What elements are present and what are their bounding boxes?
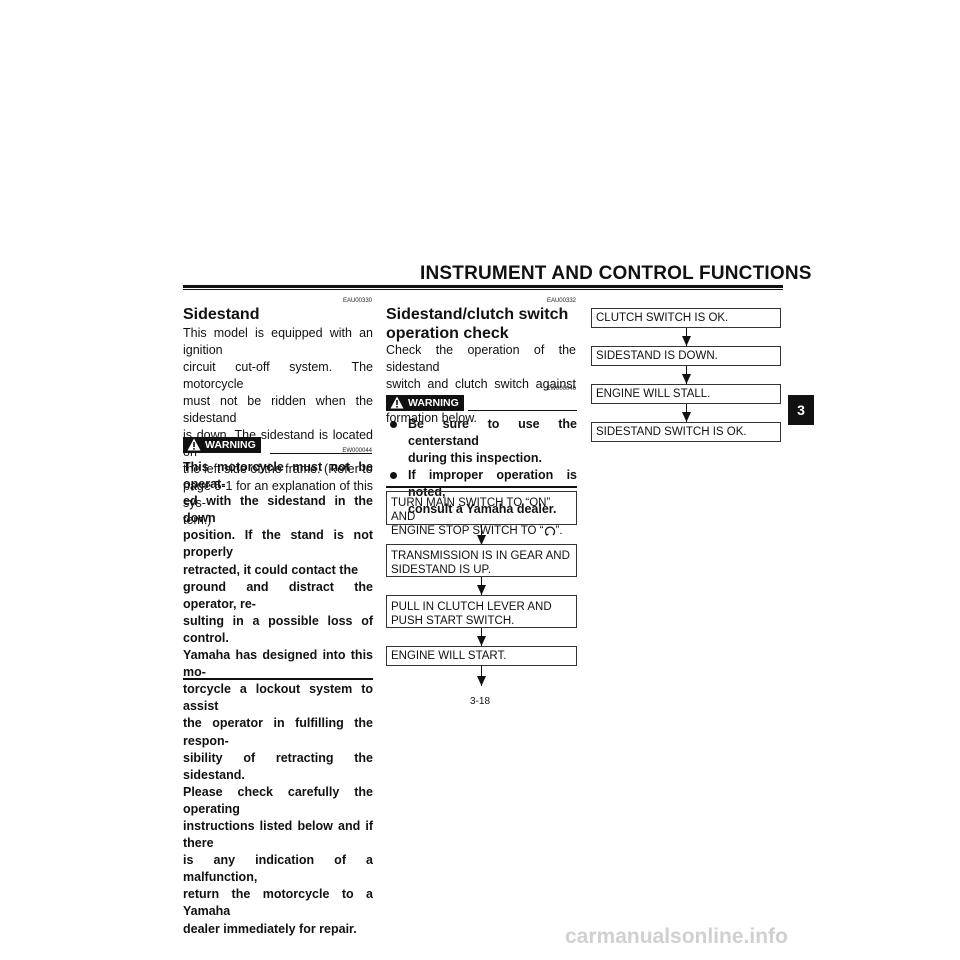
warning-end-rule xyxy=(386,486,577,488)
flow-step-box: TRANSMISSION IS IN GEAR AND SIDESTAND IS… xyxy=(386,544,577,577)
paragraph-line: page 5-1 for an explanation of this sys- xyxy=(183,479,373,510)
flow-step-line: CLUTCH SWITCH IS OK. xyxy=(596,312,729,324)
warning-rule xyxy=(270,453,372,454)
warning-line: instructions listed below and if there xyxy=(183,818,373,851)
header-rule-thin xyxy=(183,289,783,290)
bullet-item: Be sure to use the centerstand during th… xyxy=(386,416,577,467)
section-heading: Sidestand xyxy=(183,306,260,323)
warning-end-rule xyxy=(183,678,373,680)
flow-step-line: PULL IN CLUTCH LEVER AND xyxy=(391,601,552,613)
warning-triangle-icon xyxy=(390,396,404,409)
warning-line: Yamaha has designed into this mo- xyxy=(183,648,373,680)
flow-step-box: SIDESTAND IS DOWN. xyxy=(591,346,781,366)
paragraph-line: the left side of the frame. (Refer to xyxy=(183,462,373,476)
warning-line: torcycle a lockout system to assist xyxy=(183,682,373,714)
watermark: carmanualsonline.info xyxy=(565,925,788,948)
warning-line: This motorcycle must not be operat- xyxy=(183,460,373,492)
flow-step-line: SIDESTAND IS DOWN. xyxy=(596,350,718,362)
flow-step-box: TURN MAIN SWITCH TO “ON” AND ENGINE STOP… xyxy=(386,491,577,537)
warning-code: EW000044 xyxy=(342,448,372,454)
flow-arrow-icon xyxy=(682,374,691,384)
flow-step-box: PULL IN CLUTCH LEVER AND PUSH START SWIT… xyxy=(386,595,577,628)
warning-line: return the motorcycle to a Yamaha xyxy=(183,887,373,919)
warning-label: WARNING xyxy=(408,397,459,409)
paragraph-line: formation below. xyxy=(386,411,478,425)
warning-line: position. If the stand is not properly xyxy=(183,528,373,560)
warning-line: ground and distract the operator, re- xyxy=(183,579,373,611)
header-rule xyxy=(183,285,783,288)
warning-line: Please check carefully the operating xyxy=(183,784,373,816)
paragraph-line: This model is equipped with an ignition xyxy=(183,326,373,357)
bullet-line: during this inspection. xyxy=(408,451,543,466)
flow-step-box: ENGINE WILL STALL. xyxy=(591,384,781,404)
flow-arrow-icon xyxy=(682,412,691,422)
flow-connector xyxy=(481,525,482,544)
warning-line: retracted, it could contact the xyxy=(183,562,359,577)
flow-step-box: CLUTCH SWITCH IS OK. xyxy=(591,308,781,328)
page-number: 3-18 xyxy=(469,696,490,707)
section-code: EAU00330 xyxy=(342,298,372,304)
flow-step-text: ”. xyxy=(555,525,563,537)
bullet-line: Be sure to use the centerstand xyxy=(408,417,577,449)
bullet-line: consult a Yamaha dealer. xyxy=(408,502,557,517)
paragraph-line: Check the operation of the sidestand xyxy=(386,343,576,374)
warning-line: dealer immediately for repair. xyxy=(183,921,357,936)
flow-arrow-icon xyxy=(477,676,486,686)
flow-arrow-icon xyxy=(477,636,486,646)
paragraph-line: must not be ridden when the sidestand xyxy=(183,394,373,425)
warning-line: sulting in a possible loss of control. xyxy=(183,613,373,645)
warning-line: is any indication of a malfunction, xyxy=(183,853,373,885)
flow-step-box: ENGINE WILL START. xyxy=(386,646,577,666)
warning-label: WARNING xyxy=(205,439,256,451)
paragraph-line: tem.) xyxy=(183,513,212,527)
section-code: EAU00332 xyxy=(546,298,576,304)
section-heading: Sidestand/clutch switch operation check xyxy=(386,305,576,343)
paragraph-line: circuit cut-off system. The motorcycle xyxy=(183,360,373,391)
warning-bullets: Be sure to use the centerstand during th… xyxy=(386,416,577,519)
flow-step-box: SIDESTAND SWITCH IS OK. xyxy=(591,422,781,442)
flow-step-line: ENGINE WILL STALL. xyxy=(596,388,711,400)
flow-step-line: PUSH START SWITCH. xyxy=(391,615,515,627)
flow-step-text: ENGINE STOP SWITCH TO “ xyxy=(391,525,544,537)
warning-line: sibility of retracting the sidestand. xyxy=(183,750,373,782)
heading-line: Sidestand/clutch switch xyxy=(386,306,569,323)
flow-step-line: TRANSMISSION IS IN GEAR AND xyxy=(391,550,570,562)
warning-text: This motorcycle must not be operat- ed w… xyxy=(183,459,373,938)
flow-step-line: SIDESTAND IS UP. xyxy=(391,564,491,576)
bullet-icon xyxy=(390,472,397,480)
flow-step-line: TURN MAIN SWITCH TO “ON” AND xyxy=(391,497,551,523)
flow-arrow-icon xyxy=(682,336,691,346)
flow-step-line: ENGINE STOP SWITCH TO “ ”. xyxy=(391,524,572,538)
engine-run-icon xyxy=(544,526,555,536)
warning-badge: WARNING xyxy=(183,437,261,453)
bullet-line: If improper operation is noted, xyxy=(408,468,577,500)
section-paragraph: Check the operation of the sidestand swi… xyxy=(386,342,576,427)
bullet-item: If improper operation is noted, consult … xyxy=(386,467,577,518)
bullet-icon xyxy=(390,421,397,428)
page-header-title: INSTRUMENT AND CONTROL FUNCTIONS xyxy=(420,263,812,284)
warning-triangle-icon xyxy=(187,438,201,451)
flow-step-line: SIDESTAND SWITCH IS OK. xyxy=(596,426,747,438)
flow-arrow-icon xyxy=(477,585,486,595)
heading-line: operation check xyxy=(386,325,509,342)
flow-step-line: ENGINE WILL START. xyxy=(391,650,507,662)
warning-badge: WARNING xyxy=(386,395,464,411)
warning-line: ed with the sidestand in the down xyxy=(183,494,373,526)
flow-arrow-icon xyxy=(477,535,486,545)
warning-code: EW000046 xyxy=(546,386,576,392)
warning-rule xyxy=(468,410,577,411)
warning-line: the operator in fulfilling the respon- xyxy=(183,716,373,748)
chapter-tab[interactable]: 3 xyxy=(788,395,814,425)
